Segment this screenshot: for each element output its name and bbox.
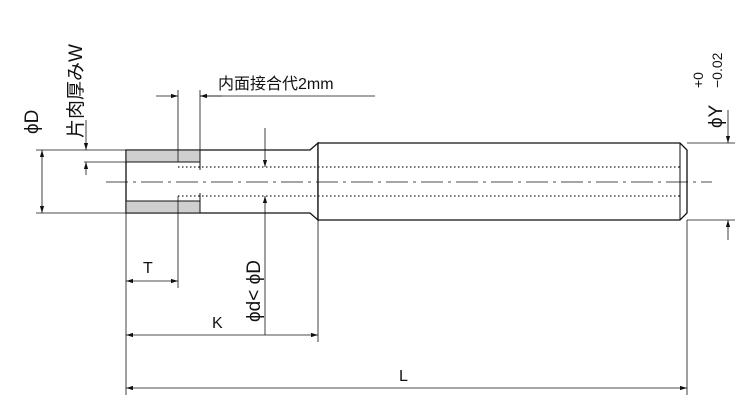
dim-wall-thickness: 片肉厚みW — [65, 44, 126, 175]
shank-section — [317, 142, 688, 221]
L-label: L — [399, 368, 408, 385]
upper-wall-section — [125, 149, 201, 163]
tolerance-plus-label: +0 — [690, 72, 706, 88]
dim-phi-D: ϕD — [22, 110, 126, 214]
dim-T: T — [125, 196, 179, 395]
part-outline — [106, 141, 712, 222]
dim-K: K — [125, 220, 319, 342]
phi-D-label: ϕD — [22, 110, 43, 134]
lower-wall-section — [125, 200, 201, 214]
wall-thickness-label: 片肉厚みW — [65, 44, 87, 138]
K-label: K — [212, 315, 223, 332]
tolerance-minus-label: −0.02 — [709, 52, 725, 88]
phi-d-label: ϕd< ϕD — [244, 260, 265, 322]
dim-phi-Y: ϕY +0 −0.02 — [687, 52, 735, 240]
dim-inner-contact: 内面接合代2mm — [156, 75, 375, 162]
dim-L: L — [125, 220, 688, 395]
T-label: T — [143, 260, 153, 277]
inner-contact-label: 内面接合代2mm — [218, 75, 334, 93]
dim-phi-d: ϕd< ϕD — [244, 128, 268, 335]
phi-Y-label: ϕY — [706, 104, 727, 128]
